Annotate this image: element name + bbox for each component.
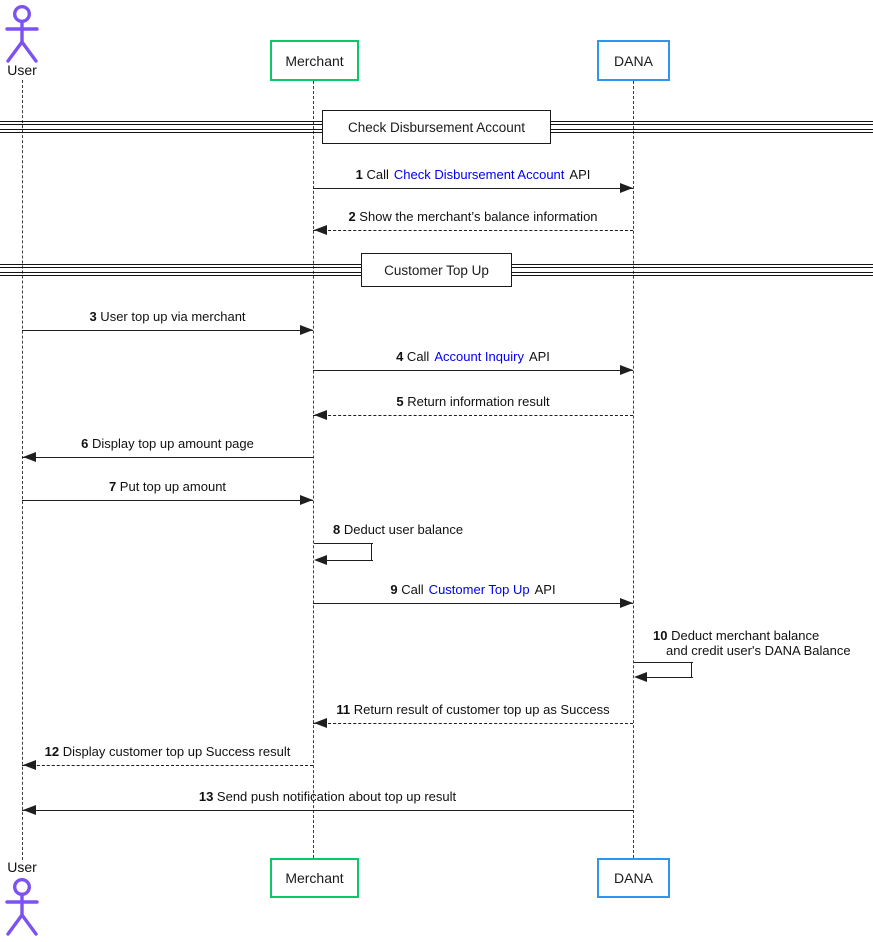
- participant-label-merchant-top: Merchant: [285, 52, 344, 69]
- message-2-label: 2 Show the merchant’s balance informatio…: [348, 209, 597, 224]
- message-text: Send push notification about top up resu…: [216, 789, 457, 804]
- message-11-label: 11 Return result of customer top up as S…: [336, 702, 609, 717]
- message-line: [22, 330, 313, 331]
- message-number: 5: [396, 394, 408, 409]
- lifeline-user: [21, 80, 23, 860]
- message-1-label: 1 Call Check Disbursement Account API: [356, 167, 591, 182]
- user-actor-icon: [5, 877, 39, 936]
- message-text: Show the merchant’s balance information: [359, 209, 598, 224]
- message-line: [22, 810, 633, 811]
- message-line: [22, 500, 313, 501]
- arrowhead-icon: [23, 452, 36, 463]
- message-text: Deduct user balance: [343, 522, 464, 537]
- arrowhead-icon: [314, 225, 327, 236]
- divider-title-box: Check Disbursement Account: [322, 110, 551, 144]
- message-text: Return result of customer top up as Succ…: [353, 702, 610, 717]
- arrowhead-icon: [314, 410, 327, 421]
- message-12-label: 12 Display customer top up Success resul…: [45, 744, 291, 759]
- message-line: [22, 457, 313, 458]
- message-line: [646, 677, 693, 678]
- message-number: 13: [198, 789, 217, 804]
- message-7-label: 7 Put top up amount: [109, 479, 226, 494]
- message-13-label: 13 Send push notification about top up r…: [199, 789, 456, 804]
- actor-user-bottom: User: [0, 860, 46, 939]
- message-number: 12: [44, 744, 63, 759]
- message-line: [691, 662, 693, 677]
- message-text: API: [528, 349, 550, 364]
- message-text: Deduct merchant balance: [671, 628, 820, 643]
- participant-box-dana-bottom: DANA: [597, 858, 670, 898]
- arrowhead-icon: [634, 672, 647, 683]
- message-line: [313, 188, 633, 189]
- lifeline-dana: [632, 81, 634, 858]
- arrowhead-icon: [314, 555, 327, 566]
- api-link[interactable]: Check Disbursement Account: [393, 167, 565, 182]
- message-text: API: [534, 582, 556, 597]
- arrowhead-icon: [620, 598, 633, 609]
- message-number: 3: [89, 309, 101, 324]
- message-number: 7: [108, 479, 120, 494]
- message-9-label: 9 Call Customer Top Up API: [390, 582, 555, 597]
- api-link[interactable]: Account Inquiry: [434, 349, 524, 364]
- arrowhead-icon: [314, 718, 327, 729]
- message-text-line2: and credit user's DANA Balance: [666, 643, 851, 658]
- arrowhead-icon: [300, 495, 313, 506]
- arrowhead-icon: [23, 760, 36, 771]
- message-text: Return information result: [407, 394, 550, 409]
- message-number: 4: [396, 349, 407, 364]
- message-number: 6: [81, 436, 92, 451]
- message-line: [313, 370, 633, 371]
- participant-label-dana-bottom: DANA: [614, 870, 653, 886]
- message-line: [371, 543, 373, 560]
- message-text: Call: [406, 349, 430, 364]
- divider-title-box: Customer Top Up: [361, 253, 512, 287]
- message-text: Call: [366, 167, 389, 182]
- api-link[interactable]: Customer Top Up: [428, 582, 530, 597]
- message-number: 8: [333, 522, 344, 537]
- message-number: 10: [653, 628, 672, 643]
- participant-box-dana-top: DANA: [597, 40, 670, 81]
- message-text: API: [569, 167, 591, 182]
- message-6-label: 6 Display top up amount page: [81, 436, 254, 451]
- arrowhead-icon: [620, 183, 633, 194]
- message-line: [313, 723, 633, 724]
- message-number: 9: [390, 582, 402, 597]
- message-text: Display top up amount page: [91, 436, 254, 451]
- message-text: User top up via merchant: [100, 309, 246, 324]
- user-actor-icon: [5, 5, 39, 63]
- message-number: 11: [336, 702, 354, 717]
- message-line: [314, 543, 373, 544]
- message-number: 2: [348, 209, 360, 224]
- message-line: [313, 415, 633, 416]
- message-line: [634, 662, 693, 663]
- message-line: [326, 560, 373, 561]
- message-4-label: 4 Call Account Inquiry API: [396, 349, 550, 364]
- participant-box-merchant-top: Merchant: [270, 40, 359, 81]
- message-text: Display customer top up Success result: [62, 744, 291, 759]
- actor-user-top: User: [0, 5, 46, 78]
- message-5-label: 5 Return information result: [396, 394, 549, 409]
- message-line: [313, 230, 633, 231]
- message-line: [22, 765, 313, 766]
- participant-label-dana-top: DANA: [614, 52, 653, 69]
- lifeline-merchant: [312, 81, 314, 858]
- message-3-label: 3 User top up via merchant: [89, 309, 245, 324]
- message-text: Call: [401, 582, 424, 597]
- divider-title: Customer Top Up: [384, 262, 489, 278]
- arrowhead-icon: [23, 805, 36, 816]
- message-8-label: 8 Deduct user balance: [333, 522, 463, 537]
- message-line: [313, 603, 633, 604]
- arrowhead-icon: [300, 325, 313, 336]
- participant-label-merchant-bottom: Merchant: [285, 870, 344, 886]
- arrowhead-icon: [620, 365, 633, 376]
- participant-label-user-top: User: [7, 62, 37, 78]
- participant-label-user-bottom: User: [7, 859, 37, 875]
- message-number: 1: [355, 167, 367, 182]
- message-text: Put top up amount: [119, 479, 227, 494]
- divider-title: Check Disbursement Account: [347, 119, 526, 135]
- participant-box-merchant-bottom: Merchant: [270, 858, 359, 898]
